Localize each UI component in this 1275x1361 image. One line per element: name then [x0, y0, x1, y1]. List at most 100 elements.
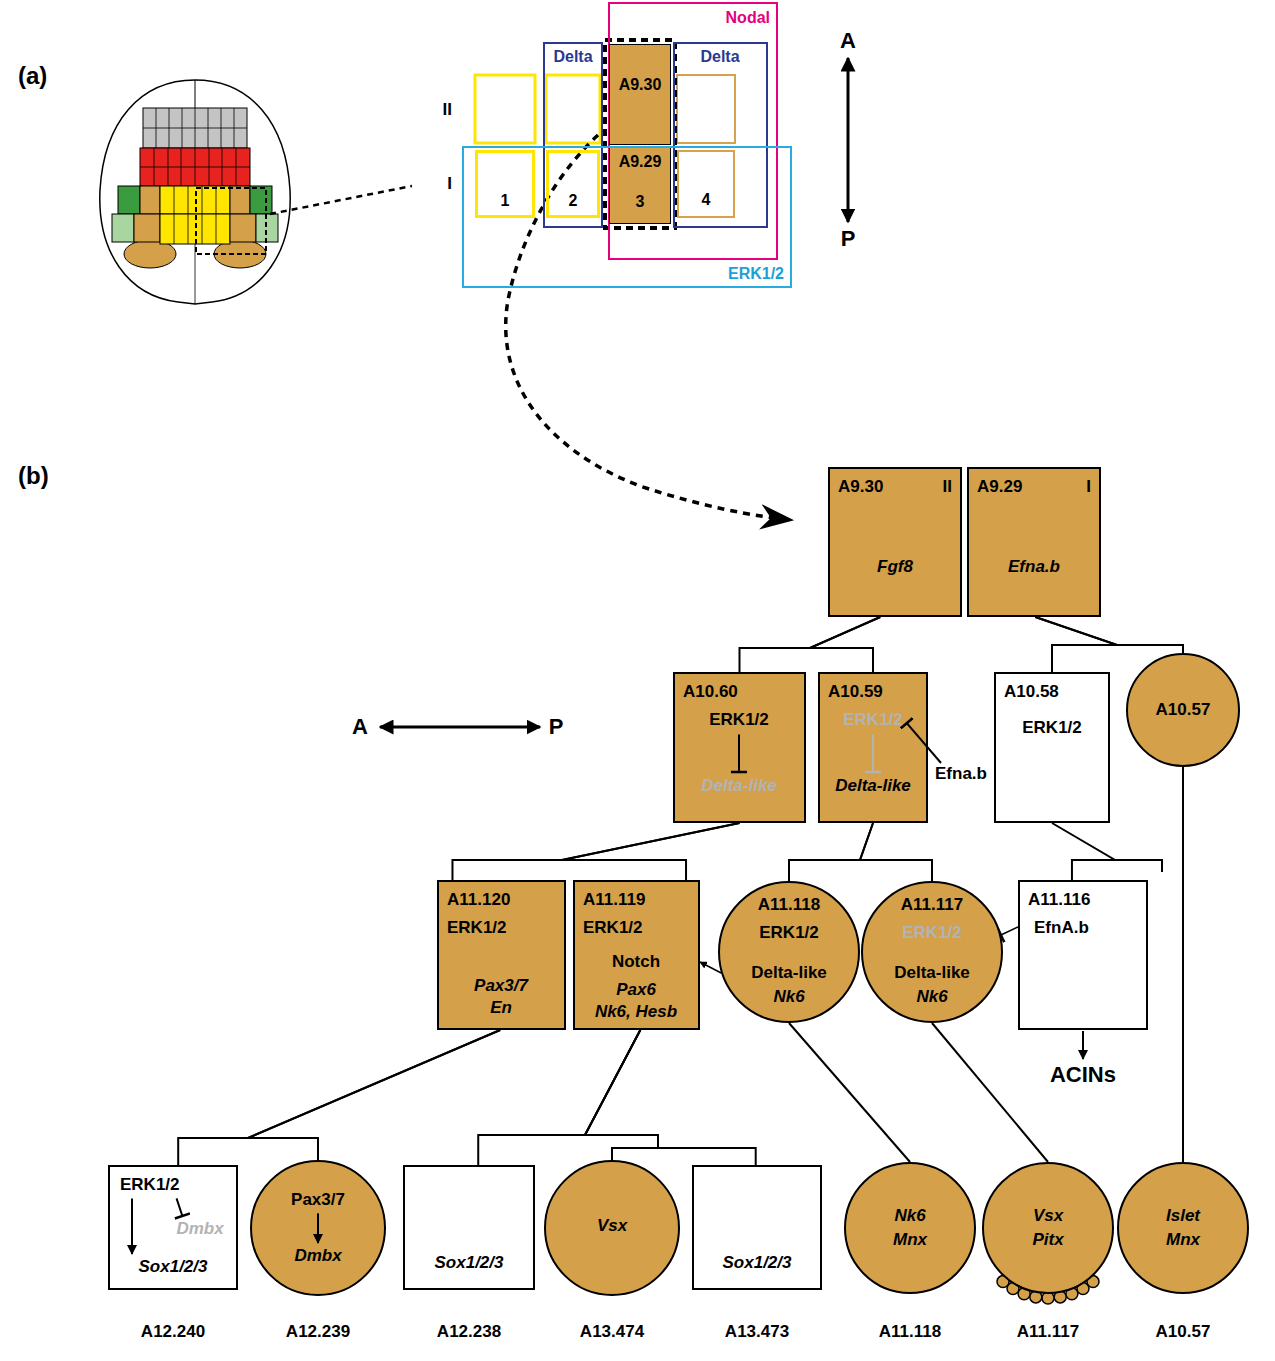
text-holder: A12.239	[286, 1322, 350, 1342]
text-holder: A10.58	[1004, 682, 1059, 702]
gene-name: Nk6	[916, 987, 947, 1007]
text-holder: ERK1/2	[447, 918, 507, 938]
lineage-line	[1182, 767, 1184, 1162]
text-holder: Sox1/2/3	[723, 1253, 792, 1273]
text-holder: 2	[569, 191, 578, 210]
text-holder: En	[490, 998, 512, 1018]
text-holder: II	[443, 100, 452, 120]
lineage-bracket	[1115, 860, 1162, 872]
gene-name: Efna.b	[933, 764, 989, 784]
text-holder: ERK1/2	[843, 710, 903, 730]
text-holder: Delta-like	[751, 963, 827, 983]
gene-name: Delta-like	[701, 776, 777, 796]
lineage-line	[1035, 617, 1117, 672]
gene-name: Nk6	[894, 1206, 925, 1226]
lineage-line	[585, 1030, 658, 1160]
drawing-part	[140, 148, 250, 186]
fate-arrow	[1082, 1031, 1084, 1059]
cell-label: A9.29	[619, 152, 662, 171]
axis-label: P	[549, 714, 564, 740]
blastomere-box: 2	[546, 150, 600, 218]
text-holder: Pax3/7	[291, 1190, 345, 1210]
text-holder: Sox1/2/3	[139, 1257, 208, 1277]
cell-label: A11.118	[758, 895, 820, 915]
gene-name: Vsx	[1033, 1206, 1063, 1226]
text-holder: ERK1/2	[709, 710, 769, 730]
cell-label: A12.238	[437, 1322, 501, 1342]
lineage-line	[562, 823, 740, 880]
gene-name: Mnx	[1166, 1230, 1200, 1250]
text-holder: P	[549, 714, 564, 740]
gene-name: Sox1/2/3	[435, 1253, 504, 1273]
cell-circle: IsletMnxA10.57	[1117, 1162, 1249, 1294]
cell-outline	[844, 1162, 976, 1294]
cell-circle: VsxA13.474	[544, 1160, 680, 1296]
inhibition-line	[738, 734, 740, 772]
text-holder: 3	[636, 192, 645, 211]
text-holder: A	[352, 714, 368, 740]
text-holder: Vsx	[1033, 1206, 1063, 1226]
activation-arrow	[131, 1198, 133, 1254]
gene-name: Dmbx	[294, 1246, 341, 1266]
gene-name: Pax3/7	[474, 976, 528, 996]
text-holder: II	[943, 477, 952, 497]
zoom-arrow	[506, 135, 792, 520]
cell-label: Delta	[700, 47, 739, 66]
gene-name: Fgf8	[877, 557, 913, 577]
cell-label: A11.120	[447, 890, 510, 910]
text-holder: ERK1/2	[583, 918, 643, 938]
cell-label: A11.119	[583, 890, 645, 910]
cell-label: ERK1/2	[759, 923, 819, 943]
lineage-line	[789, 1023, 910, 1162]
drawing-part	[677, 75, 735, 143]
gene-name: En	[490, 998, 512, 1018]
text-holder: ERK1/2	[759, 923, 819, 943]
drawing-part	[195, 80, 196, 108]
text-holder: Mnx	[893, 1230, 927, 1250]
axis-label: P	[841, 226, 856, 252]
cell-outline	[251, 1161, 385, 1295]
lineage-line	[248, 1030, 500, 1160]
cell-label: ERK1/2	[447, 918, 507, 938]
drawing-part	[250, 186, 272, 214]
cell-label: A11.118	[879, 1322, 941, 1342]
row-label: I	[447, 174, 452, 194]
cell-label: ERK1/2	[843, 710, 903, 730]
text-holder: ERK1/2	[902, 923, 962, 943]
cell-label: A10.59	[828, 682, 883, 702]
text-holder: Mnx	[1166, 1230, 1200, 1250]
cell-label: Nodal	[726, 8, 770, 27]
cell-label: Delta-like	[751, 963, 827, 983]
cell-circle: Nk6MnxA11.118	[844, 1162, 976, 1294]
cell-label: Delta-like	[894, 963, 970, 983]
axis-label: A	[352, 714, 368, 740]
cell-label: A12.239	[286, 1322, 350, 1342]
cell-label: ERK1/2	[120, 1175, 180, 1195]
text-holder: I	[447, 174, 452, 194]
gene-name: Pax6	[616, 980, 656, 1000]
cell-outline	[719, 882, 859, 1022]
text-holder: Fgf8	[877, 557, 913, 577]
axis-label: A	[840, 28, 856, 54]
lineage-line	[740, 617, 881, 672]
text-holder: Nk6, Hesb	[595, 1002, 677, 1022]
cell-label: 1	[501, 191, 510, 210]
drawing-part	[140, 186, 160, 214]
cell-label: ERK1/2	[1022, 718, 1082, 738]
text-holder: ERK1/2	[120, 1175, 180, 1195]
drawing-part	[143, 108, 247, 148]
text-holder: A9.29	[619, 152, 662, 171]
cell-label: EfnA.b	[1034, 918, 1089, 938]
expression-domain: Delta2	[543, 42, 603, 228]
cell-circle: VsxPitxA11.117	[982, 1162, 1114, 1294]
text-holder: Nk6	[894, 1206, 925, 1226]
cell-label: A10.57	[1156, 700, 1211, 720]
gene-name: Delta-like	[835, 776, 911, 796]
blastomere-box: 1	[475, 150, 535, 218]
cell-label: A13.474	[580, 1322, 644, 1342]
cell-box: A11.120ERK1/2Pax3/7En	[437, 880, 566, 1030]
cell-circle: A11.117ERK1/2Delta-likeNk6	[861, 881, 1003, 1023]
text-holder: (b)	[18, 462, 49, 491]
inhibition-line	[872, 734, 874, 772]
